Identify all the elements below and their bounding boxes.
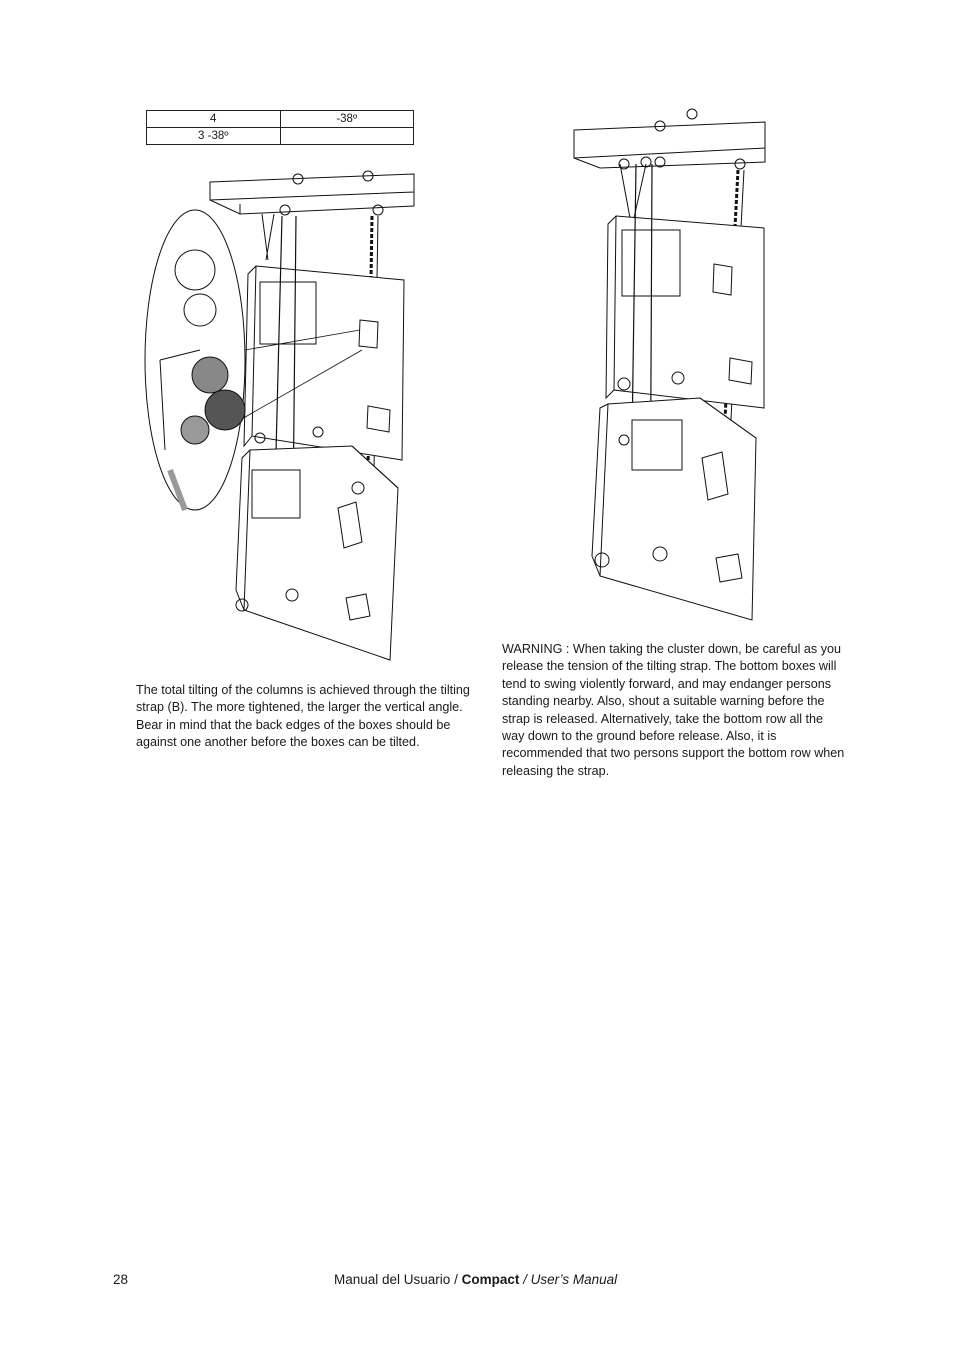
table-row: 3 -38º bbox=[146, 127, 414, 145]
page-number: 28 bbox=[113, 1272, 129, 1287]
left-rigging-illustration bbox=[140, 170, 430, 670]
warning-paragraph: WARNING : When taking the cluster down, … bbox=[502, 642, 845, 778]
footer-title-regular: Manual del Usuario / bbox=[334, 1272, 462, 1287]
table-cell: -38º bbox=[279, 110, 414, 128]
table-cell: 4 bbox=[146, 110, 281, 128]
footer-title: Manual del Usuario / Compact / User’s Ma… bbox=[334, 1272, 617, 1287]
table-row: 4 -38º bbox=[146, 110, 414, 128]
table-cell: 3 -38º bbox=[146, 127, 281, 145]
left-paragraph: The total tilting of the columns is achi… bbox=[136, 683, 470, 750]
angle-table: 4 -38º 3 -38º bbox=[146, 110, 414, 145]
table-cell bbox=[279, 127, 414, 145]
footer-title-bold: Compact bbox=[461, 1272, 520, 1287]
footer-title-italic: / User’s Manual bbox=[519, 1272, 618, 1287]
right-rigging-illustration bbox=[560, 108, 780, 628]
